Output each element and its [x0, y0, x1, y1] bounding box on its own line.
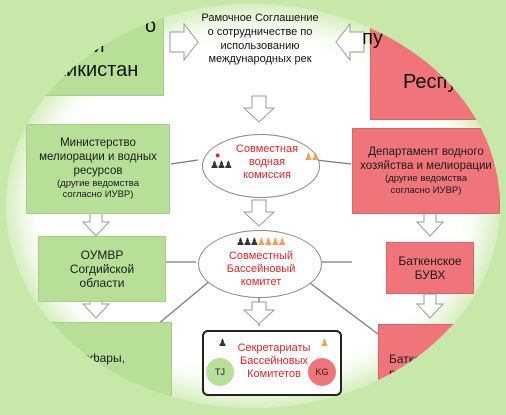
- right-department-note: (другие ведомства согласно ИУВР): [384, 173, 468, 196]
- right-department-text: Департамент водного хозяйства и мелиорац…: [360, 146, 492, 172]
- right-country-title-text: Кыргы Республи: [402, 47, 491, 93]
- right-country-title-top: пу: [362, 27, 383, 49]
- left-country-title-text: ублики джикистан: [41, 35, 139, 81]
- secretariats-label: Секретариаты Бассейновых Комитетов: [237, 342, 311, 381]
- flag-dot-icon: ●: [215, 150, 221, 160]
- left-ministry-note: (другие ведомства согласно ИУВР): [56, 178, 140, 201]
- joint-commission-ellipse: [202, 134, 320, 198]
- people-orange-icon: ♟♟: [304, 152, 320, 163]
- left-oumvr-text: ОУМВР Согдийской области: [69, 247, 135, 291]
- left-districts-box: созы Исфары, а, Ходжа-: [26, 322, 172, 408]
- right-buvh-box: Баткенское БУВХ: [386, 242, 474, 294]
- right-country-title: пу Кыргы Республи: [362, 4, 500, 120]
- right-districts-box: Баткен, Ле райо: [378, 324, 500, 408]
- right-department-box: Департамент водного хозяйства и мелиорац…: [352, 128, 500, 214]
- framework-agreement-text: Рамочное Соглашение о сотрудничестве по …: [201, 12, 319, 66]
- left-country-title: о ублики джикистан: [32, 4, 164, 96]
- badge-kg: KG: [308, 358, 336, 386]
- right-buvh-text: Баткенское БУВХ: [398, 253, 462, 282]
- right-districts-text: Баткен, Ле райо: [389, 351, 449, 380]
- left-oumvr-box: ОУМВР Согдийской области: [38, 236, 166, 302]
- joint-basin-committee-ellipse: [198, 230, 322, 298]
- left-country-title-top: о: [145, 15, 157, 37]
- oval-frame: о ублики джикистан пу Кыргы Республи Рам…: [6, 4, 500, 408]
- left-districts-text: созы Исфары, а, Ходжа-: [45, 350, 125, 379]
- people-icon: ♟♟♟♟♟♟♟: [236, 237, 287, 248]
- joint-commission-label: Совместная водная комиссия: [235, 143, 299, 182]
- person-icon: ♟: [218, 338, 227, 349]
- joint-basin-committee-label: Совместный Бассейновый комитет: [226, 250, 296, 289]
- connector-layer: [81, 22, 445, 335]
- badge-tj: TJ: [206, 358, 234, 386]
- left-ministry-box: Министерство мелиорации и водных ресурсо…: [26, 124, 170, 214]
- person-orange-icon: ♟: [320, 338, 329, 349]
- people-icon: ♟♟♟: [210, 160, 233, 171]
- left-ministry-text: Министерство мелиорации и водных ресурсо…: [39, 137, 157, 177]
